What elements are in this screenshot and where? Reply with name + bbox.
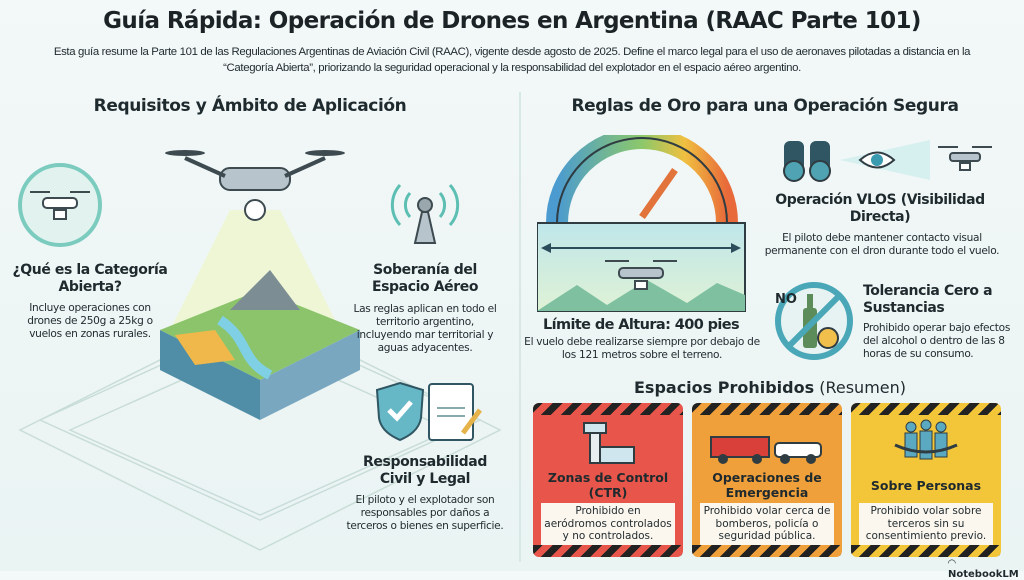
notebooklm-logo: ◠ NotebookLM	[948, 558, 1024, 580]
hazard-stripe	[692, 403, 842, 415]
no-alcohol-icon: NO	[773, 280, 855, 362]
vlos-body: El piloto debe mantener contacto visual …	[764, 232, 1000, 257]
shield-document-icon	[375, 381, 483, 442]
landscape-illustration	[18, 210, 502, 551]
substances-title: Tolerancia Cero a Sustancias	[863, 283, 993, 316]
page-subtitle: Esta guía resume la Parte 101 de las Reg…	[53, 46, 971, 74]
hazard-stripe	[533, 545, 683, 557]
antenna-icon	[390, 184, 460, 244]
altitude-gauge-illustration	[537, 135, 746, 312]
binoculars-icon	[783, 141, 831, 182]
item-title: Responsabilidad Civil y Legal	[363, 454, 487, 487]
right-section-heading: Reglas de Oro para una Operación Segura	[571, 96, 959, 116]
vlos-icons	[783, 140, 992, 182]
prohibited-card-emergency: Operaciones de Emergencia Prohibido vola…	[692, 403, 842, 557]
no-badge: NO	[775, 292, 797, 307]
card-body: Prohibido volar sobre terceros sin su co…	[859, 503, 993, 545]
notebooklm-icon: ◠	[948, 558, 956, 569]
page-title: Guía Rápida: Operación de Drones en Arge…	[103, 8, 921, 34]
drone-icon	[605, 260, 677, 290]
card-body: Prohibido en aeródromos controlados y no…	[541, 503, 675, 545]
drone-icon	[165, 150, 345, 221]
eye-icon	[858, 151, 896, 169]
item-body: El piloto y el explotador son responsabl…	[346, 494, 504, 532]
drone-icon	[18, 163, 102, 247]
item-title: ¿Qué es la Categoría Abierta?	[12, 262, 168, 295]
altitude-title: Límite de Altura: 400 pies	[542, 317, 740, 333]
crowd-icon	[894, 419, 958, 460]
card-title: Operaciones de Emergencia	[712, 470, 822, 500]
card-title: Sobre Personas	[870, 477, 982, 493]
item-body: Las reglas aplican en todo el territorio…	[353, 303, 497, 354]
prohibited-card-people: Sobre Personas Prohibido volar sobre ter…	[851, 403, 1001, 557]
card-title: Zonas de Control (CTR)	[547, 470, 669, 500]
fire-truck-police-car-icon	[710, 436, 822, 464]
prohibited-card-ctr: Zonas de Control (CTR) Prohibido en aeró…	[533, 403, 683, 557]
item-body: Incluye operaciones con drones de 250g a…	[27, 302, 153, 340]
hazard-stripe	[533, 403, 683, 415]
landscape-icon	[160, 270, 360, 420]
hazard-stripe	[851, 545, 1001, 557]
vlos-title: Operación VLOS (Visibilidad Directa)	[775, 192, 985, 225]
drone-icon	[938, 146, 992, 171]
prohibited-heading-suffix: (Resumen)	[819, 378, 907, 397]
item-title: Soberanía del Espacio Aéreo	[371, 262, 479, 295]
prohibited-heading-main: Espacios Prohibidos	[633, 378, 815, 397]
altitude-body: El vuelo debe realizarse siempre por deb…	[524, 336, 760, 361]
hazard-stripe	[851, 403, 1001, 415]
control-tower-icon	[583, 422, 635, 464]
prohibited-heading: Espacios Prohibidos (Resumen)	[560, 378, 980, 397]
substances-body: Prohibido operar bajo efectos del alcoho…	[863, 322, 1011, 360]
section-divider	[519, 92, 521, 562]
card-body: Prohibido volar cerca de bomberos, polic…	[700, 503, 834, 545]
left-section-heading: Requisitos y Ámbito de Aplicación	[93, 96, 407, 116]
hazard-stripe	[692, 545, 842, 557]
